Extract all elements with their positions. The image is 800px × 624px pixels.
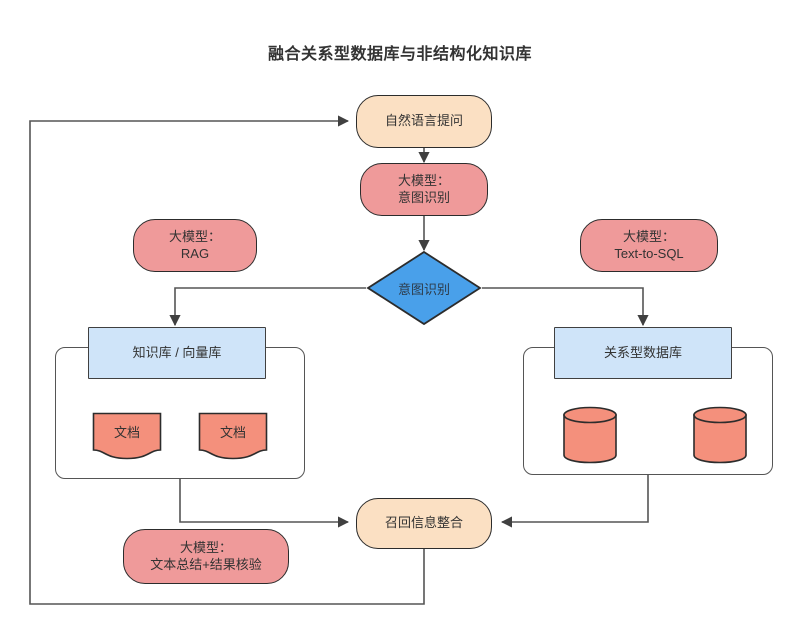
node-llm-text-to-sql[interactable]: 大模型： Text-to-SQL [580,219,718,272]
node-database-cylinder-2[interactable] [692,406,748,464]
node-llm-intent-recognition[interactable]: 大模型： 意图识别 [360,163,488,216]
node-intent-decision-label: 意图识别 [397,281,450,297]
edge-decision-to-rdb [482,287,649,327]
node-retrieved-info-merge[interactable]: 召回信息整合 [356,498,492,549]
edge-rdbgroup-to-merge [500,475,649,528]
node-llm-summary-verification[interactable]: 大模型： 文本总结+结果核验 [123,529,289,584]
node-document-2[interactable]: 文档 [198,412,268,460]
node-knowledge-vector-base[interactable]: 知识库 / 向量库 [88,327,266,379]
node-relational-database[interactable]: 关系型数据库 [554,327,732,379]
node-llm-rag[interactable]: 大模型： RAG [133,219,257,272]
page-title: 融合关系型数据库与非结构化知识库 [267,46,532,63]
edge-kbgroup-to-merge [179,479,350,528]
node-document-1[interactable]: 文档 [92,412,162,460]
node-document-2-label: 文档 [219,424,246,440]
node-intent-decision[interactable]: 意图识别 [366,250,482,326]
node-database-cylinder-1[interactable] [562,406,618,464]
node-document-1-label: 文档 [113,424,140,440]
node-natural-language-question[interactable]: 自然语言提问 [356,95,492,148]
edge-decision-to-kb [169,287,366,327]
